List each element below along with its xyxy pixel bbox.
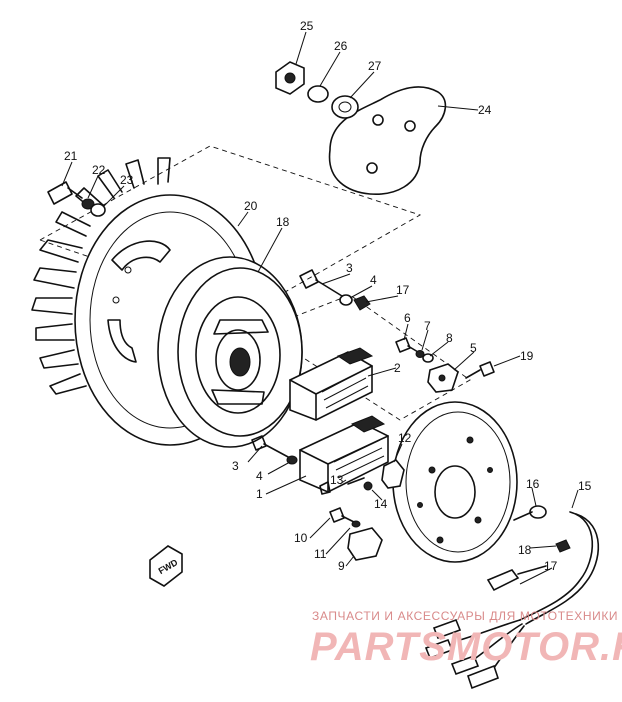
part-number-labels: 25 26 27 24 21 22 23 20 18 3 4 17 6 7 8 … <box>64 19 592 573</box>
part-label-1: 1 <box>256 487 263 501</box>
rotor <box>157 256 303 448</box>
part-label-3-lower: 3 <box>232 459 239 473</box>
part-label-5: 5 <box>470 341 477 355</box>
condenser-and-screws <box>319 458 405 495</box>
screw-set-stator-lower <box>251 435 298 465</box>
part-label-23: 21 <box>64 149 78 163</box>
part-label-18: 18 <box>518 543 532 557</box>
nut-and-washers <box>275 61 359 119</box>
part-label-6: 6 <box>404 311 411 325</box>
part-label-19: 17 <box>396 283 410 297</box>
watermark-brand: PARTSMOTOR.RU <box>310 625 622 669</box>
part-label-28: 26 <box>334 39 348 53</box>
base-cover <box>328 86 447 195</box>
part-label-3-upper: 3 <box>346 261 353 275</box>
part-label-25: 23 <box>120 173 134 187</box>
part-label-13: 13 <box>330 473 344 487</box>
leader-lines <box>61 31 579 585</box>
watermark-subtitle: ЗАПЧАСТИ И АКСЕССУАРЫ ДЛЯ МОТОТЕХНИКИ <box>312 609 618 623</box>
screw-and-cam-lubricator <box>329 507 383 561</box>
part-label-2: 2 <box>394 361 401 375</box>
part-label-8: 8 <box>446 331 453 345</box>
base-cover-hole <box>404 120 416 132</box>
screw-set-stator-upper <box>299 269 371 311</box>
part-label-15: 15 <box>578 479 592 493</box>
stator-base-plate <box>392 401 518 563</box>
lead-wire-harness <box>424 505 600 690</box>
part-label-27: 25 <box>300 19 314 33</box>
lighting-coil <box>289 347 374 421</box>
part-label-9: 9 <box>338 559 345 573</box>
screw-set-upper-left <box>47 181 106 217</box>
part-label-7: 7 <box>424 319 431 333</box>
part-label-10: 10 <box>294 531 308 545</box>
ignition-coil <box>299 415 389 493</box>
part-label-11: 11 <box>314 547 327 561</box>
part-label-4-upper: 4 <box>370 273 377 287</box>
part-label-24: 22 <box>92 163 106 177</box>
base-cover-hole <box>366 162 378 174</box>
contact-breaker-set <box>395 337 495 393</box>
part-label-14: 14 <box>374 497 388 511</box>
base-cover-hole <box>372 114 384 126</box>
part-label-26: 24 <box>478 103 492 117</box>
watermark: ЗАПЧАСТИ И АКСЕССУАРЫ ДЛЯ МОТОТЕХНИКИ PA… <box>310 609 622 669</box>
part-label-17: 17 <box>544 559 558 573</box>
part-label-16: 16 <box>526 477 540 491</box>
part-label-22: 20 <box>244 199 258 213</box>
part-label-29: 27 <box>368 59 382 73</box>
part-label-12: 12 <box>398 431 412 445</box>
forward-direction-marker: FWD <box>149 545 183 587</box>
part-label-20: 18 <box>276 215 290 229</box>
part-label-21: 19 <box>520 349 534 363</box>
part-label-4-lower: 4 <box>256 469 263 483</box>
